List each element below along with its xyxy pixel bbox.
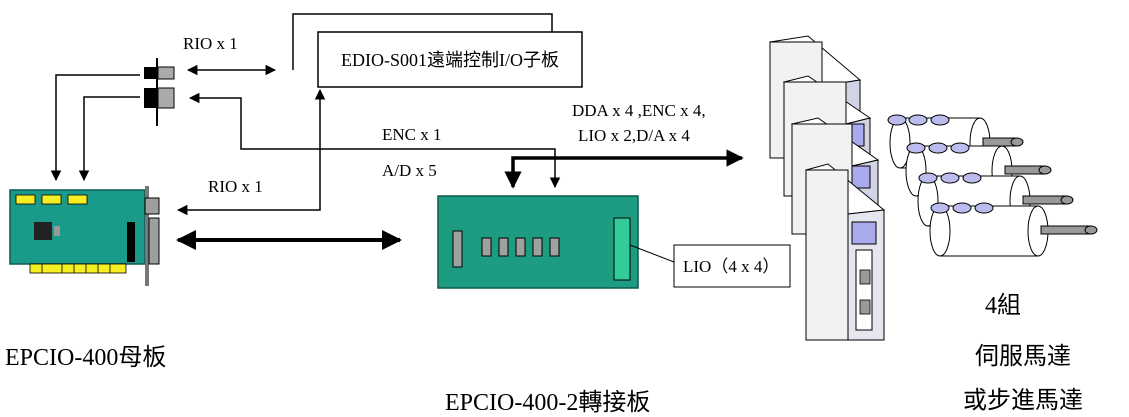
edio-s001-box	[317, 31, 583, 88]
dda-label-line1: DDA x 4 ,ENC x 4,	[572, 101, 706, 120]
rio-to-adapter-line	[188, 92, 561, 189]
lio-callout-line	[629, 244, 675, 263]
enc-label: ENC x 1	[382, 125, 442, 144]
lio-label: LIO（4 x 4）	[683, 257, 779, 276]
edio-cable	[292, 13, 553, 70]
motherboard-label: EPCIO-400母板	[5, 344, 166, 371]
rio-to-mb-line-2	[78, 96, 140, 182]
rio-bottom-label: RIO x 1	[208, 177, 263, 196]
servo-label-line2: 或步進馬達	[963, 387, 1083, 414]
mb-rio-to-edio-line	[176, 88, 326, 216]
rio-connector-icon	[144, 58, 175, 126]
adapter-to-servo-line	[504, 149, 744, 189]
servo-count-label: 4組	[985, 292, 1021, 319]
rio-top-label: RIO x 1	[183, 34, 238, 53]
dda-label-line2: LIO x 2,D/A x 4	[578, 126, 690, 145]
servo-label-line1: 伺服馬達	[975, 343, 1071, 370]
edio-s001-label: EDIO-S001遠端控制I/O子板	[341, 50, 559, 70]
epcio-400-2-adapter-board-icon	[437, 195, 639, 289]
motor-icon	[887, 114, 1098, 257]
epcio-400-motherboard-icon	[9, 186, 160, 286]
lio-box	[673, 244, 791, 288]
ad-label: A/D x 5	[382, 161, 437, 180]
servo-drive-icon	[768, 35, 886, 341]
adapter-board-label: EPCIO-400-2轉接板	[445, 389, 650, 416]
rio-to-mb-line-1	[50, 74, 140, 182]
